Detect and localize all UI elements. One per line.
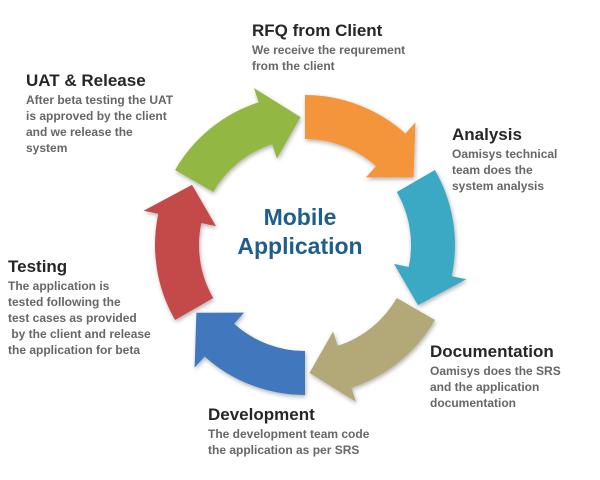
step-label-documentation: Documentation Oamisys does the SRS and t…	[430, 341, 561, 411]
step-label-testing: Testing The application is tested follow…	[8, 256, 151, 358]
step-title-documentation: Documentation	[430, 342, 554, 361]
step-title-development: Development	[208, 405, 315, 424]
center-label-line-2: Application	[237, 233, 363, 259]
step-desc-testing: The application is tested following the …	[8, 279, 151, 357]
step-label-rfq: RFQ from Client We receive the requremen…	[252, 20, 405, 74]
cycle-arrow-testing	[143, 184, 216, 320]
step-desc-development: The development team code the applicatio…	[208, 427, 370, 457]
cycle-arrow-analysis	[394, 170, 467, 306]
cycle-arrow-development	[194, 312, 305, 396]
cycle-arrow-uat	[175, 88, 301, 192]
step-label-uat: UAT & Release After beta testing the UAT…	[26, 70, 173, 156]
step-label-analysis: Analysis Oamisys technical team does the…	[452, 124, 557, 194]
cycle-arrow-rfq	[305, 94, 416, 178]
step-title-testing: Testing	[8, 257, 68, 276]
center-label: Mobile Application	[200, 203, 400, 261]
step-desc-documentation: Oamisys does the SRS and the application…	[430, 364, 561, 410]
step-desc-uat: After beta testing the UAT is approved b…	[26, 93, 174, 155]
step-label-development: Development The development team code th…	[208, 404, 369, 458]
step-desc-analysis: Oamisys technical team does the system a…	[452, 147, 558, 193]
step-title-analysis: Analysis	[452, 125, 522, 144]
step-title-rfq: RFQ from Client	[252, 21, 383, 40]
cycle-arrow-documentation	[309, 298, 435, 402]
step-desc-rfq: We receive the requrement from the clien…	[252, 43, 406, 73]
step-title-uat: UAT & Release	[26, 71, 146, 90]
center-label-line-1: Mobile	[263, 204, 337, 230]
